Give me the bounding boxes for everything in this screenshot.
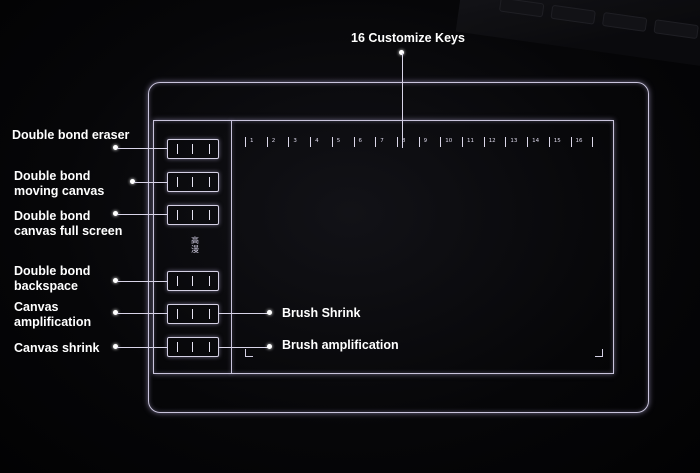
express-key-divider <box>245 137 246 147</box>
callout-dot <box>113 278 118 283</box>
express-key-number: 8 <box>401 138 406 144</box>
express-key-divider <box>527 137 529 147</box>
express-key-divider <box>396 137 398 147</box>
label-canvas-amplification: Canvas amplification <box>14 300 92 329</box>
express-key-divider <box>592 137 594 147</box>
callout-line <box>219 313 269 314</box>
express-key-divider <box>570 137 572 147</box>
active-area-corner-bottom-left <box>245 349 253 357</box>
label-double-bond-eraser: Double bond eraser <box>12 128 130 142</box>
label-customize-keys: 16 Customize Keys <box>351 31 465 45</box>
express-key-number: 3 <box>293 138 297 144</box>
panel-divider <box>231 120 232 374</box>
active-area-corner-bottom-right <box>595 349 603 357</box>
callout-dot <box>267 344 272 349</box>
express-key-number: 9 <box>423 138 428 144</box>
express-key-number: 15 <box>553 138 561 144</box>
express-key-divider <box>483 137 485 147</box>
express-key-divider <box>505 137 507 147</box>
shortcut-key-3 <box>167 205 219 225</box>
express-key-number: 12 <box>488 138 496 144</box>
express-key-number: 4 <box>315 138 319 144</box>
callout-dot <box>113 211 118 216</box>
callout-dot <box>267 310 272 315</box>
callout-dot <box>130 179 135 184</box>
express-key-divider <box>440 137 442 147</box>
callout-dot <box>113 310 118 315</box>
shortcut-key-2 <box>167 172 219 192</box>
drawing-panel <box>153 120 614 374</box>
label-brush-amplification: Brush amplification <box>282 338 399 352</box>
express-key-number: 5 <box>336 138 341 144</box>
label-brush-shrink: Brush Shrink <box>282 306 361 320</box>
callout-line <box>117 347 167 348</box>
label-canvas-shrink: Canvas shrink <box>14 341 100 355</box>
express-key-divider <box>288 137 290 147</box>
express-key-divider <box>548 137 550 147</box>
express-key-divider <box>375 137 377 147</box>
express-key-divider <box>418 137 420 147</box>
shortcut-key-1 <box>167 139 219 159</box>
callout-dot <box>399 50 404 55</box>
brand-logo-text: 高漫 <box>191 236 199 254</box>
label-double-bond-backspace: Double bond backspace <box>14 264 91 293</box>
callout-dot <box>113 344 118 349</box>
shortcut-key-4 <box>167 271 219 291</box>
express-key-divider <box>353 137 355 147</box>
label-double-bond-canvas-full-screen: Double bond canvas full screen <box>14 209 123 238</box>
shortcut-key-5 <box>167 304 219 324</box>
express-key-number: 16 <box>575 138 583 144</box>
callout-line <box>219 347 269 348</box>
express-key-number: 13 <box>510 138 518 144</box>
express-key-number: 1 <box>250 138 254 144</box>
express-key-divider <box>310 137 312 147</box>
callout-line <box>117 281 167 282</box>
shortcut-key-6 <box>167 337 219 357</box>
tablet-outline <box>148 82 649 413</box>
express-key-number: 6 <box>358 138 363 144</box>
callout-line <box>134 182 167 183</box>
express-key-number: 14 <box>532 138 540 144</box>
express-key-divider <box>331 137 333 147</box>
callout-line <box>402 53 403 148</box>
callout-line <box>117 148 167 149</box>
keyboard-background <box>455 0 700 68</box>
callout-line <box>117 313 167 314</box>
express-key-number: 10 <box>445 138 453 144</box>
express-key-number: 7 <box>380 138 384 144</box>
callout-line <box>117 214 167 215</box>
express-key-divider <box>462 137 463 147</box>
label-double-bond-moving-canvas: Double bond moving canvas <box>14 169 105 198</box>
express-key-number: 2 <box>271 138 276 144</box>
callout-dot <box>113 145 118 150</box>
express-key-number: 11 <box>467 138 474 144</box>
express-key-divider <box>266 137 268 147</box>
